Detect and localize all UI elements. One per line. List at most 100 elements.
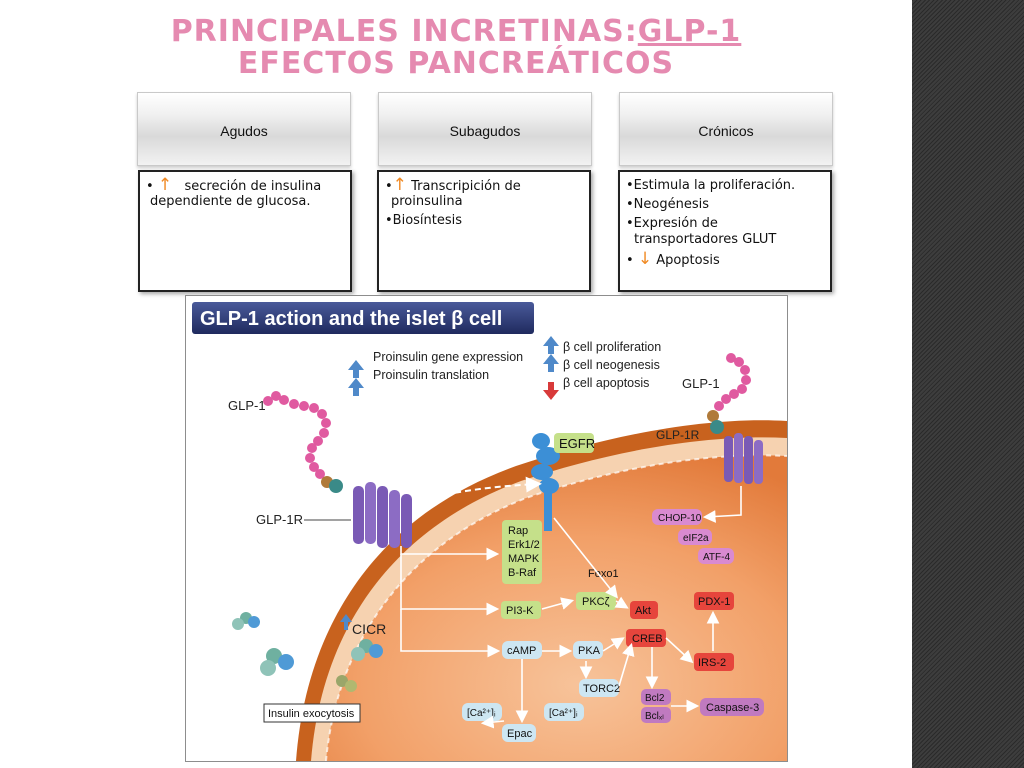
egfr-label: EGFR	[559, 436, 595, 451]
slide-title-part-b: GLP-1	[637, 14, 742, 49]
bclxl-label: Bclₓₗ	[645, 711, 664, 722]
eif2a-box	[678, 529, 712, 545]
irs2-box	[694, 653, 734, 671]
slide-title-line1: PRINCIPALES INCRETINAS:GLP-1	[0, 17, 912, 47]
bullet: •	[626, 253, 634, 268]
pdx1-box	[694, 592, 734, 610]
glp1r-receptor-right	[724, 433, 763, 484]
glp1-peptide-right	[707, 353, 751, 434]
braf-label: B-Raf	[508, 567, 537, 579]
increase-arrow-icon: ↑	[157, 175, 173, 195]
atf4-label: ATF-4	[703, 552, 730, 563]
glp1-peptide-left	[263, 391, 343, 493]
slide-title-line2: EFECTOS PANCREÁTICOS	[237, 46, 675, 81]
figure-title-bar	[192, 302, 534, 334]
caspase3-box	[700, 698, 764, 716]
ca-left-label: [Ca²⁺]ᵢ	[467, 708, 496, 719]
erk-label: Erk1/2	[508, 539, 540, 551]
atf4-box	[698, 548, 734, 564]
insulin-exocytosis-label: Insulin exocytosis	[268, 708, 355, 720]
akt-box	[630, 601, 658, 619]
glp1-islet-figure: GLP-1 action and the islet β cell Proins…	[185, 295, 788, 762]
list-item-text: Apoptosis	[656, 253, 720, 268]
up-arrow-icon	[348, 378, 364, 396]
pka-box	[573, 641, 603, 659]
list-item-text: Transcripición de	[411, 179, 521, 194]
pi3k-label: PI3-K	[506, 605, 534, 617]
insulin-granules	[232, 612, 383, 692]
pdx1-label: PDX-1	[698, 596, 730, 608]
legend-right: β cell proliferation β cell neogenesis β…	[543, 336, 661, 400]
epac-label: Epac	[507, 728, 533, 740]
chop10-label: CHOP-10	[658, 513, 702, 524]
list-item: • ↓ Apoptosis	[626, 249, 826, 269]
glp1-label-right: GLP-1	[682, 376, 720, 391]
column-header-label: Agudos	[220, 123, 268, 139]
column-header-cronicos: Crónicos	[619, 92, 833, 166]
up-arrow-icon	[340, 614, 352, 630]
torc2-box	[579, 679, 619, 697]
column-body-subagudos: •↑ Transcripición de proinsulina •Biosín…	[377, 170, 591, 292]
glp1r-label-left: GLP-1R	[256, 512, 303, 527]
rap-label: Rap	[508, 525, 528, 537]
column-header-subagudos: Subagudos	[378, 92, 592, 166]
list-item: •Expresión de	[626, 216, 718, 231]
bullet: •	[385, 179, 393, 194]
irs2-label: IRS-2	[698, 657, 726, 669]
eif2a-label: eIF2a	[683, 533, 709, 544]
down-arrow-icon	[543, 382, 559, 400]
insulin-exocytosis-box	[263, 703, 361, 723]
list-item: •↑ Transcripición de	[385, 175, 585, 195]
cicr-label: CICR	[352, 621, 386, 637]
legend-left: Proinsulin gene expression Proinsulin tr…	[348, 350, 523, 396]
up-arrow-icon	[348, 360, 364, 378]
rap-group-box	[502, 520, 542, 584]
glp1r-receptor-left	[353, 482, 412, 548]
legend-neogenesis: β cell neogenesis	[563, 358, 660, 372]
increase-arrow-icon: ↑	[392, 175, 407, 195]
list-item: •Estimula la proliferación.	[626, 178, 796, 193]
ca-right-label: [Ca²⁺]ᵢ	[549, 708, 578, 719]
list-item: • ↑ secreción de insulina	[146, 175, 346, 195]
cell-interior	[326, 455, 787, 761]
camp-label: cAMP	[507, 645, 536, 657]
decrease-arrow-icon: ↓	[637, 249, 653, 269]
pi3k-box	[501, 601, 541, 619]
column-header-label: Crónicos	[698, 123, 754, 139]
glp1-pathway-diagram: GLP-1 action and the islet β cell Proins…	[186, 296, 787, 761]
legend-proinsulin-gene: Proinsulin gene expression	[373, 350, 523, 364]
legend-proliferation: β cell proliferation	[563, 340, 661, 354]
creb-box	[626, 629, 666, 647]
column-body-agudos: • ↑ secreción de insulina dependiente de…	[138, 170, 352, 292]
list-item-continued: proinsulina	[391, 194, 463, 209]
ca-right-box	[544, 703, 584, 721]
legend-proinsulin-translation: Proinsulin translation	[373, 368, 489, 382]
glp1-label-left: GLP-1	[228, 398, 266, 413]
pathway-arrows	[400, 486, 742, 729]
caspase3-label: Caspase-3	[706, 702, 759, 714]
creb-label: CREB	[632, 633, 663, 645]
list-item-text: secreción de insulina	[184, 179, 322, 194]
legend-apoptosis: β cell apoptosis	[563, 376, 649, 390]
list-item: •Neogénesis	[626, 197, 709, 212]
chop10-box	[652, 509, 702, 525]
egfr-box	[554, 433, 594, 453]
column-header-label: Subagudos	[449, 123, 521, 139]
torc2-label: TORC2	[583, 683, 620, 695]
column-body-cronicos: •Estimula la proliferación. •Neogénesis …	[618, 170, 832, 292]
decorative-side-strip	[912, 0, 1024, 768]
egfr-receptor	[531, 433, 560, 531]
slide-title-part-a: PRINCIPALES INCRETINAS:	[170, 14, 638, 49]
bullet: •	[146, 179, 154, 194]
bcl2-label: Bcl2	[645, 693, 665, 704]
foxo1-label: Foxo1	[588, 568, 619, 580]
akt-label: Akt	[635, 605, 651, 617]
up-arrow-icon	[543, 336, 559, 354]
figure-title: GLP-1 action and the islet β cell	[200, 308, 502, 330]
up-arrow-icon	[543, 354, 559, 372]
bcl2-box	[641, 689, 671, 705]
list-item-continued: dependiente de glucosa.	[150, 194, 311, 209]
camp-box	[502, 641, 542, 659]
pka-label: PKA	[578, 645, 601, 657]
bclxl-box	[641, 707, 671, 723]
